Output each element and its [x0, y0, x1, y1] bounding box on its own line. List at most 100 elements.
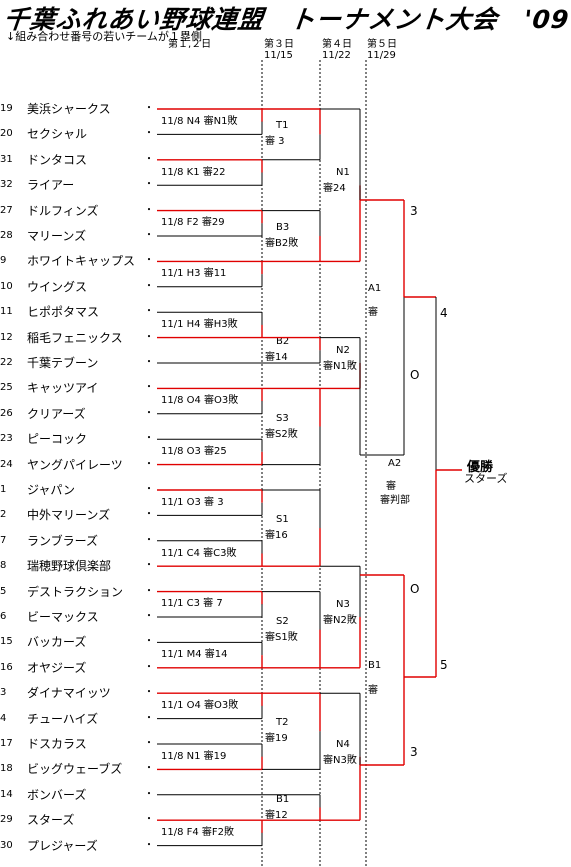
team-number: 28 [0, 230, 13, 241]
game-info: 11/8 N1 審19 [161, 750, 227, 762]
game-umpire: 審24 [323, 183, 346, 195]
team-name: プレジャーズ [27, 838, 98, 853]
game-umpire: 審 [368, 307, 378, 318]
team-dot: ・ [144, 534, 154, 546]
champion-label: 優勝 [467, 460, 494, 475]
bracket-note: ↓組み合わせ番号の若いチームが１塁側 [6, 30, 202, 43]
team-dot: ・ [144, 712, 154, 724]
team-name: ヤングパイレーツ [27, 457, 123, 472]
team-dot: ・ [144, 204, 154, 216]
team-number: 31 [0, 153, 13, 165]
team-number: 6 [0, 611, 7, 622]
team-dot: ・ [144, 585, 154, 597]
game-info: 11/1 H4 審H3敗 [161, 318, 238, 330]
team-name: ライアー [27, 178, 75, 193]
team-number: 20 [0, 128, 13, 140]
team-dot: ・ [144, 433, 154, 445]
game-info: 11/8 K1 審22 [161, 166, 226, 178]
game-umpire: 審12 [265, 809, 288, 821]
team-name: デストラクション [27, 584, 124, 599]
team-name: 千葉テブーン [27, 356, 99, 370]
team-number: 5 [0, 585, 7, 597]
team-dot: ・ [144, 611, 154, 622]
game-umpire: 審B2敗 [265, 238, 299, 249]
team-dot: ・ [144, 560, 154, 572]
team-number: 29 [0, 814, 13, 826]
score-mark: 3 [410, 745, 418, 759]
team-name: チューハイズ [27, 711, 99, 726]
game-info: 11/8 F4 審F2敗 [161, 826, 235, 838]
team-number: 8 [0, 560, 7, 572]
game-field: A2 [388, 458, 402, 469]
game-umpire: 審 3 [265, 136, 285, 148]
game-field: N2 [336, 345, 350, 356]
team-number: 26 [0, 407, 13, 419]
team-number: 16 [0, 661, 13, 673]
team-number: 9 [0, 255, 7, 267]
team-dot: ・ [144, 230, 154, 241]
round-date: 11/22 [322, 50, 351, 61]
game-info: 11/1 O3 審 3 [161, 496, 224, 508]
game-field: T2 [276, 717, 289, 729]
team-name: 中外マリーンズ [27, 508, 111, 523]
round-date: 11/29 [367, 50, 396, 61]
team-dot: ・ [144, 179, 154, 191]
team-number: 19 [0, 103, 13, 114]
team-name: 稲毛フェニックス [27, 330, 123, 345]
team-number: 12 [0, 331, 13, 343]
team-name: バッカーズ [27, 635, 87, 650]
game-field: B2 [276, 336, 290, 348]
team-dot: ・ [144, 306, 154, 318]
game-field: B1 [368, 660, 382, 671]
team-name: キャッツアイ [27, 381, 99, 396]
game-umpire: 審14 [265, 352, 288, 364]
team-name: クリアーズ [27, 406, 86, 421]
game-field: N3 [336, 599, 350, 610]
game-umpire: 審N2敗 [323, 615, 357, 626]
team-name: 瑞穂野球倶楽部 [27, 559, 112, 574]
team-number: 14 [0, 788, 13, 800]
team-name: オヤジーズ [27, 660, 87, 675]
team-number: 11 [0, 306, 13, 318]
team-name: マリーンズ [27, 229, 87, 243]
team-dot: ・ [144, 382, 154, 394]
game-info: 11/1 C4 審C3敗 [161, 547, 237, 559]
team-name: セクシャル [27, 127, 88, 142]
game-info: 11/1 H3 審11 [161, 268, 227, 280]
score-mark: 3 [410, 204, 418, 218]
team-number: 4 [0, 712, 7, 724]
team-dot: ・ [144, 458, 154, 470]
game-info: 11/1 M4 審14 [161, 649, 228, 661]
team-name: ボンバーズ [27, 787, 87, 802]
round-header-3: 第４日 11/22 [322, 39, 352, 61]
game-field: B3 [276, 222, 290, 233]
team-name: ビーマックス [27, 610, 99, 624]
game-umpire: 審16 [265, 530, 288, 542]
game-umpire: 審 [368, 685, 378, 696]
score-mark: O [410, 368, 420, 382]
game-field: T1 [276, 120, 289, 132]
team-number: 3 [0, 687, 7, 699]
team-number: 22 [0, 357, 13, 368]
game-umpire: 審19 [265, 733, 288, 745]
team-name: ジャパン [27, 483, 76, 497]
team-dot: ・ [144, 103, 154, 114]
team-dot: ・ [144, 484, 154, 495]
bracket-lines [157, 60, 462, 867]
game-field: S2 [276, 615, 289, 627]
team-number: 15 [0, 636, 13, 648]
team-dot: ・ [144, 788, 154, 800]
game-info: 11/1 O4 審O3敗 [161, 699, 239, 711]
team-dot: ・ [144, 128, 154, 140]
game-umpire: 審S1敗 [265, 631, 298, 643]
team-name: ドスカラス [27, 737, 87, 751]
team-name: ピーコック [27, 432, 88, 447]
team-name: ドルフィンズ [27, 203, 99, 218]
game-field: S1 [276, 514, 289, 526]
team-dot: ・ [144, 407, 154, 419]
team-name: ランブラーズ [27, 533, 99, 548]
team-number: 1 [0, 484, 7, 495]
game-info: 11/1 C3 審 7 [161, 598, 223, 610]
score-mark: 4 [440, 306, 448, 320]
team-dot: ・ [144, 738, 154, 749]
